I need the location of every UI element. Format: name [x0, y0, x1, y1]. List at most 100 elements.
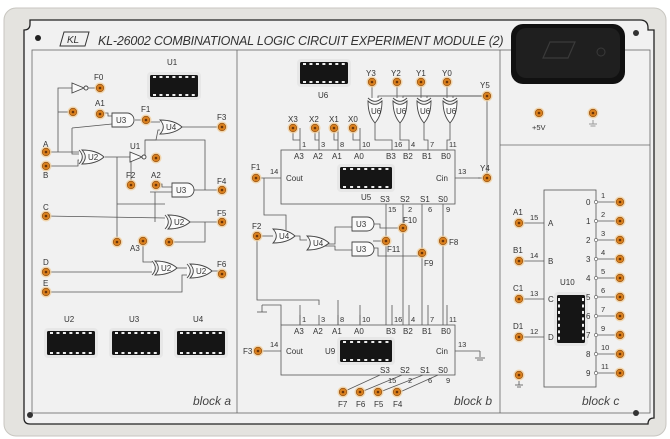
terminal-B[interactable] [40, 160, 52, 172]
terminal-label: E [43, 279, 48, 288]
terminal-plus5v[interactable] [533, 107, 545, 119]
terminal-F3[interactable] [216, 121, 228, 133]
terminal-label: F3 [217, 113, 227, 122]
terminal-F4[interactable] [216, 184, 228, 196]
terminal-label: A1 [513, 208, 523, 217]
terminal-jack[interactable] [111, 236, 123, 248]
terminal-F1[interactable] [140, 114, 152, 126]
chip-label: U9 [325, 347, 336, 356]
terminal-jack[interactable] [163, 236, 175, 248]
power-connector[interactable] [511, 24, 625, 84]
terminal-output-4[interactable] [614, 272, 626, 284]
terminal-X1[interactable] [328, 122, 340, 134]
terminal-output-1[interactable] [614, 215, 626, 227]
terminal-F2[interactable] [125, 179, 137, 191]
terminal-output-5[interactable] [614, 291, 626, 303]
terminal-X2[interactable] [309, 122, 321, 134]
gate-label: U6 [396, 107, 407, 116]
terminal-F3[interactable] [252, 345, 264, 357]
connector-logo-icon [542, 41, 576, 59]
wire [142, 240, 152, 263]
gate-label: U6 [420, 107, 431, 116]
wire [446, 123, 451, 150]
inverted-output-bubble [594, 276, 598, 280]
terminal-F4[interactable] [391, 386, 403, 398]
terminal-A[interactable] [40, 146, 52, 158]
terminal-A1[interactable] [513, 217, 525, 229]
terminal-output-9[interactable] [614, 367, 626, 379]
pin-number: 4 [601, 248, 605, 257]
terminal-label: Y5 [480, 81, 490, 90]
terminal-jack[interactable] [150, 152, 162, 164]
terminal-Y1[interactable] [415, 76, 427, 88]
terminal-F2[interactable] [251, 230, 263, 242]
svg-text:15: 15 [388, 376, 396, 385]
wire [256, 236, 320, 305]
terminal-D[interactable] [40, 266, 52, 278]
terminal-output-2[interactable] [614, 234, 626, 246]
terminal-X3[interactable] [287, 122, 299, 134]
terminal-output-7[interactable] [614, 329, 626, 341]
terminal-label: F5 [217, 209, 227, 218]
inverted-output-bubble [594, 200, 598, 204]
terminal-label: D1 [513, 322, 524, 331]
pin-number: 15 [530, 213, 538, 222]
terminal-Y0[interactable] [441, 76, 453, 88]
pin-number: 7 [601, 305, 605, 314]
terminal-C[interactable] [40, 210, 52, 222]
terminal-F1[interactable] [250, 172, 262, 184]
terminal-F0[interactable] [94, 82, 106, 94]
chip-label: U5 [361, 193, 372, 202]
gate-label: U2 [88, 153, 99, 162]
terminal-X0[interactable] [347, 122, 359, 134]
or-gate: U4 [158, 119, 183, 135]
terminal-Y5[interactable] [481, 90, 493, 102]
and-gate: U3 [351, 241, 375, 257]
terminal-F5[interactable] [372, 386, 384, 398]
or-gate: U4 [305, 235, 330, 251]
output-label: 3 [586, 255, 591, 264]
terminal-F10[interactable] [397, 222, 409, 234]
terminal-F8[interactable] [437, 235, 449, 247]
kl-logo: KL [59, 31, 90, 47]
terminal-jack[interactable] [67, 106, 79, 118]
chip-label: U4 [193, 315, 204, 324]
terminal-E[interactable] [40, 286, 52, 298]
svg-text:8: 8 [340, 140, 344, 149]
terminal-F6[interactable] [216, 268, 228, 280]
terminal-F5[interactable] [216, 216, 228, 228]
svg-text:S0: S0 [438, 366, 448, 375]
terminal-F9[interactable] [416, 247, 428, 259]
terminal-ground[interactable] [587, 107, 599, 119]
terminal-output-3[interactable] [614, 253, 626, 265]
terminal-output-6[interactable] [614, 310, 626, 322]
not-gate [71, 82, 89, 94]
terminal-A1[interactable] [94, 108, 106, 120]
terminal-Y3[interactable] [366, 76, 378, 88]
terminal-A2[interactable] [150, 179, 162, 191]
svg-text:3: 3 [321, 140, 325, 149]
ic-chip [109, 328, 163, 358]
terminal-output-0[interactable] [614, 196, 626, 208]
decoder-box [543, 189, 597, 388]
inverted-output-bubble [594, 371, 598, 375]
terminal-D1[interactable] [513, 331, 525, 343]
terminal-F7[interactable] [337, 386, 349, 398]
terminal-A3[interactable] [137, 235, 149, 247]
svg-text:S3: S3 [380, 366, 390, 375]
gate-label: U3 [176, 186, 187, 195]
terminal-F11[interactable] [380, 235, 392, 247]
terminal-label: F1 [141, 105, 151, 114]
terminal-F6[interactable] [354, 386, 366, 398]
pin-number: 13 [530, 289, 538, 298]
terminal-label: X2 [309, 115, 319, 124]
terminal-output-8[interactable] [614, 348, 626, 360]
screw-hole [633, 30, 639, 36]
terminal-ground[interactable] [513, 369, 525, 381]
terminal-Y2[interactable] [391, 76, 403, 88]
screw-hole [633, 410, 639, 416]
terminal-B1[interactable] [513, 255, 525, 267]
terminal-C1[interactable] [513, 293, 525, 305]
wire [263, 178, 287, 230]
terminal-Y4[interactable] [481, 172, 493, 184]
